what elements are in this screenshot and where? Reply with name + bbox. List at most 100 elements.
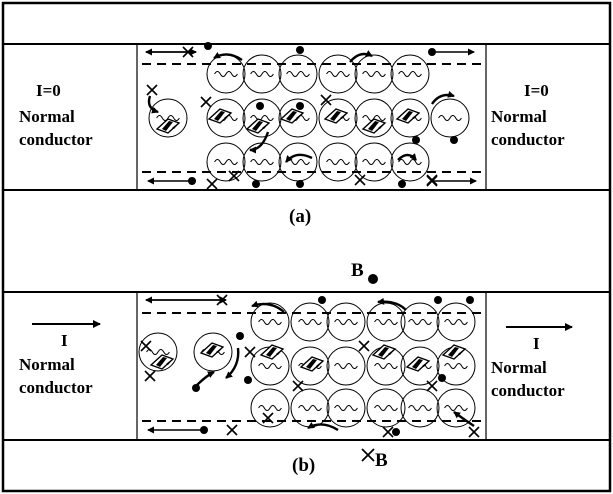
wave-line [408,319,432,325]
pair-fill [286,111,297,121]
dot-mark [188,177,196,185]
pair-fill [330,111,341,121]
pair-fill [252,121,263,131]
field-in-cross [361,448,375,462]
pair-diamond [299,356,325,372]
pair-fill [306,359,317,369]
wave-line [334,363,358,369]
cross-mark [144,370,156,382]
wave-line [214,71,238,77]
normal-label-left-a: Normal [19,107,75,126]
conductor-label-right-a: conductor [491,130,565,149]
cross-stroke [262,412,274,424]
cross-stroke [358,340,370,352]
pair-fill [214,111,225,121]
curl-arrow [377,297,407,311]
cross-mark [182,46,194,58]
pair-fill [172,123,179,129]
dot-mark [466,296,474,304]
current-label-right-b: I [533,334,540,353]
wave-line [362,71,386,77]
cross-stroke [226,424,238,436]
pair-diamond [361,118,387,134]
dot-mark [296,180,304,188]
dot-mark [252,180,260,188]
current-label-left-a: I=0 [36,81,61,100]
cross-stroke [354,174,366,186]
pair-fill [368,121,379,131]
wave-line [326,159,350,165]
pair-diamond [245,118,271,134]
dot-mark [256,102,264,110]
dot-mark [296,46,304,54]
cross-stroke [320,94,332,106]
vortex-circle [436,302,476,342]
pair-diamond [279,108,305,124]
wave-line [156,115,180,121]
wave-line [298,319,322,325]
cross-stroke [140,340,152,352]
cross-stroke [182,46,194,58]
cross-stroke [426,175,438,187]
vortex-circle [366,302,406,342]
vortex-circle [354,98,394,138]
curl-arrow [285,153,313,163]
cross-stroke [228,170,240,182]
cross-stroke [206,178,218,190]
edge-marks-a [145,42,477,190]
vortex-circle [326,346,366,386]
curl-arrow [225,347,240,379]
wave-line [444,319,468,325]
cross-mark [226,424,238,436]
cross-mark [216,294,228,306]
pair-fill [156,357,167,367]
wave-line [362,115,386,121]
dot-mark [434,296,442,304]
vortex-circle [206,98,246,138]
pair-fill [316,361,323,367]
cross-mark [320,94,332,106]
vortex-circle [290,346,330,386]
cross-mark [358,340,370,352]
vortex-circle [242,98,282,138]
wave-line [298,405,322,411]
dot-mark [318,296,326,304]
vortex-cells-a [147,50,470,182]
field-label-bottom: B [375,450,388,471]
cross-mark [262,412,274,424]
wave-line [438,115,462,121]
dot-mark [200,426,208,434]
dot-mark [392,428,400,436]
curl-arrow [431,90,455,105]
pair-fill [206,345,217,355]
vortex-circle [250,302,290,342]
pair-fill [388,349,395,355]
cross-stroke [146,84,158,96]
dot-mark [244,376,252,384]
dot-mark [236,332,244,340]
cross-stroke [382,426,394,438]
normal-label-right-a: Normal [491,107,547,126]
dot-mark [438,374,446,382]
pair-fill [448,347,459,357]
normal-label-right-b: Normal [491,358,547,377]
vortex-cells-b [138,297,476,432]
curl-arrow [213,51,243,61]
cross-stroke [468,426,480,438]
wave-line [362,159,386,165]
vortex-circle [250,388,290,428]
pair-fill [378,347,389,357]
pair-diamond [405,356,431,372]
cross-stroke [144,370,156,382]
pair-fill [276,349,283,355]
vortex-circle [290,302,330,342]
wave-line [408,405,432,411]
vortex-circle [278,98,318,138]
wave-line [250,159,274,165]
wave-line [286,159,310,165]
current-label-left-b: I [61,331,68,350]
dot-mark [412,136,420,144]
cross-mark [292,380,304,392]
conductor-label-left-a: conductor [19,130,93,149]
